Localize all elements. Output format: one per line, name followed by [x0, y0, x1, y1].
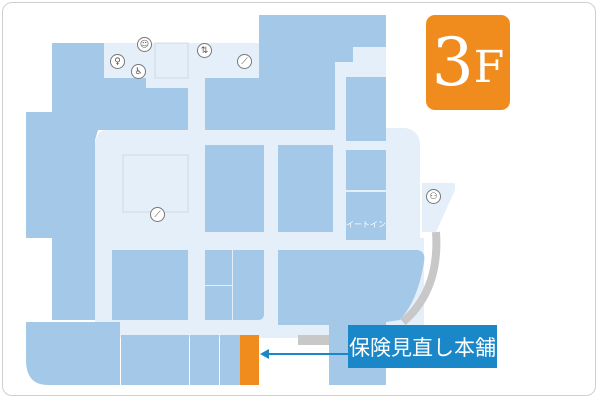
shop: [104, 78, 188, 130]
shop: [205, 250, 232, 285]
wheelchair-icon: ♿: [131, 64, 146, 79]
escalator-icon: ⟋: [150, 207, 165, 222]
shops: [26, 15, 425, 385]
shop-name-label[interactable]: 保険見直し本舗: [348, 325, 497, 368]
shop: [205, 145, 264, 232]
escalator-area: [122, 154, 189, 213]
shop: [205, 78, 259, 130]
shop: [154, 42, 189, 79]
shop: [278, 145, 333, 232]
baby-care-icon: ☺: [137, 37, 152, 52]
shop: [346, 150, 386, 190]
womens-restroom-icon: ♀: [110, 54, 125, 69]
shop: [259, 15, 386, 130]
shop: [121, 335, 189, 385]
shop: [346, 77, 386, 141]
shop: [233, 250, 264, 320]
highlighted-shop[interactable]: [240, 335, 259, 385]
shop: [26, 43, 104, 320]
floor-badge: 3 F: [426, 15, 510, 110]
walkway: [400, 231, 441, 326]
shop: [278, 250, 425, 385]
floor-suffix: F: [473, 41, 505, 93]
stairs-icon: ⟋: [237, 54, 252, 69]
restroom-icon: ⚇: [426, 189, 441, 204]
shop: [220, 335, 240, 385]
leader-arrow: [260, 349, 348, 359]
shop: [190, 335, 219, 385]
shop: [205, 286, 232, 320]
shop: [26, 322, 120, 385]
elevator-icon: ⇅: [197, 43, 212, 58]
map-frame: [2, 2, 596, 396]
eat-in-area: [346, 192, 386, 240]
eat-in-label: イートイン: [346, 220, 386, 229]
walkway-segment: [298, 335, 329, 345]
floor-number: 3: [431, 23, 474, 101]
shop: [112, 250, 188, 320]
